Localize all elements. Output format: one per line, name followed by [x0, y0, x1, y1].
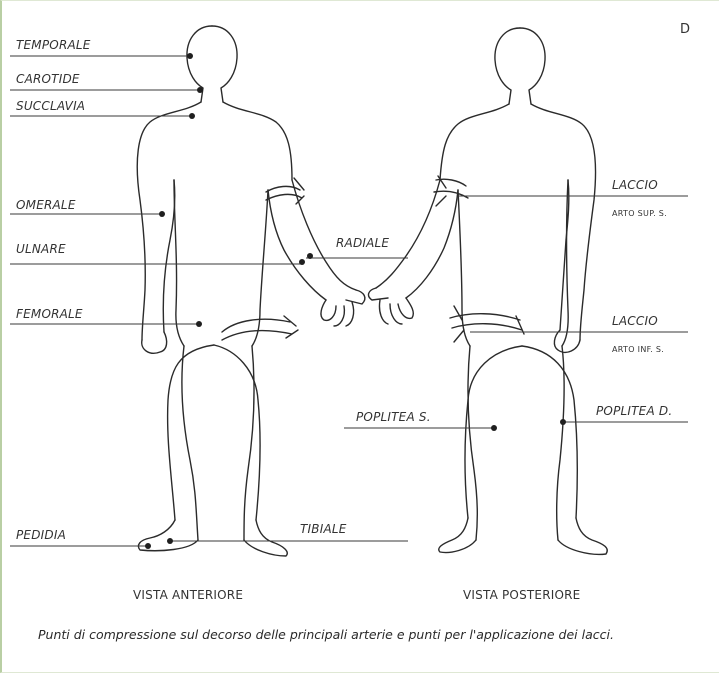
label-femorale: FEMORALE [16, 307, 83, 321]
label-poplitea-d: POPLITEA D. [596, 404, 672, 418]
posterior-body-outline [369, 28, 608, 554]
view-title-posterior: VISTA POSTERIORE [463, 588, 580, 602]
point-omerale [159, 211, 165, 217]
view-title-anterior: VISTA ANTERIORE [133, 588, 243, 602]
label-arto-sup: ARTO SUP. S. [612, 207, 667, 221]
point-succlavia [189, 113, 195, 119]
label-laccio-sup: LACCIO [612, 178, 658, 192]
label-tibiale: TIBIALE [300, 522, 347, 536]
point-carotide [197, 87, 203, 93]
label-temporale: TEMPORALE [16, 38, 91, 52]
point-poplitea-s [491, 425, 497, 431]
label-laccio-inf: LACCIO [612, 314, 658, 328]
point-temporale [187, 53, 193, 59]
point-ulnare [299, 259, 305, 265]
label-succlavia: SUCCLAVIA [16, 99, 85, 113]
label-ulnare: ULNARE [16, 242, 66, 256]
figure-caption: Punti di compressione sul decorso delle … [38, 626, 698, 643]
label-pedidia: PEDIDIA [16, 528, 66, 542]
anterior-body-outline [137, 26, 365, 556]
point-radiale [307, 253, 313, 259]
point-femorale [196, 321, 202, 327]
label-arto-inf: ARTO INF. S. [612, 343, 664, 357]
label-radiale: RADIALE [336, 236, 389, 250]
label-carotide: CAROTIDE [16, 72, 80, 86]
point-tibiale [167, 538, 173, 544]
point-poplitea-d [560, 419, 566, 425]
point-pedidia [145, 543, 151, 549]
label-poplitea-s: POPLITEA S. [356, 410, 431, 424]
label-omerale: OMERALE [16, 198, 76, 212]
panel-letter: D [680, 22, 690, 37]
compression-points [145, 53, 566, 549]
